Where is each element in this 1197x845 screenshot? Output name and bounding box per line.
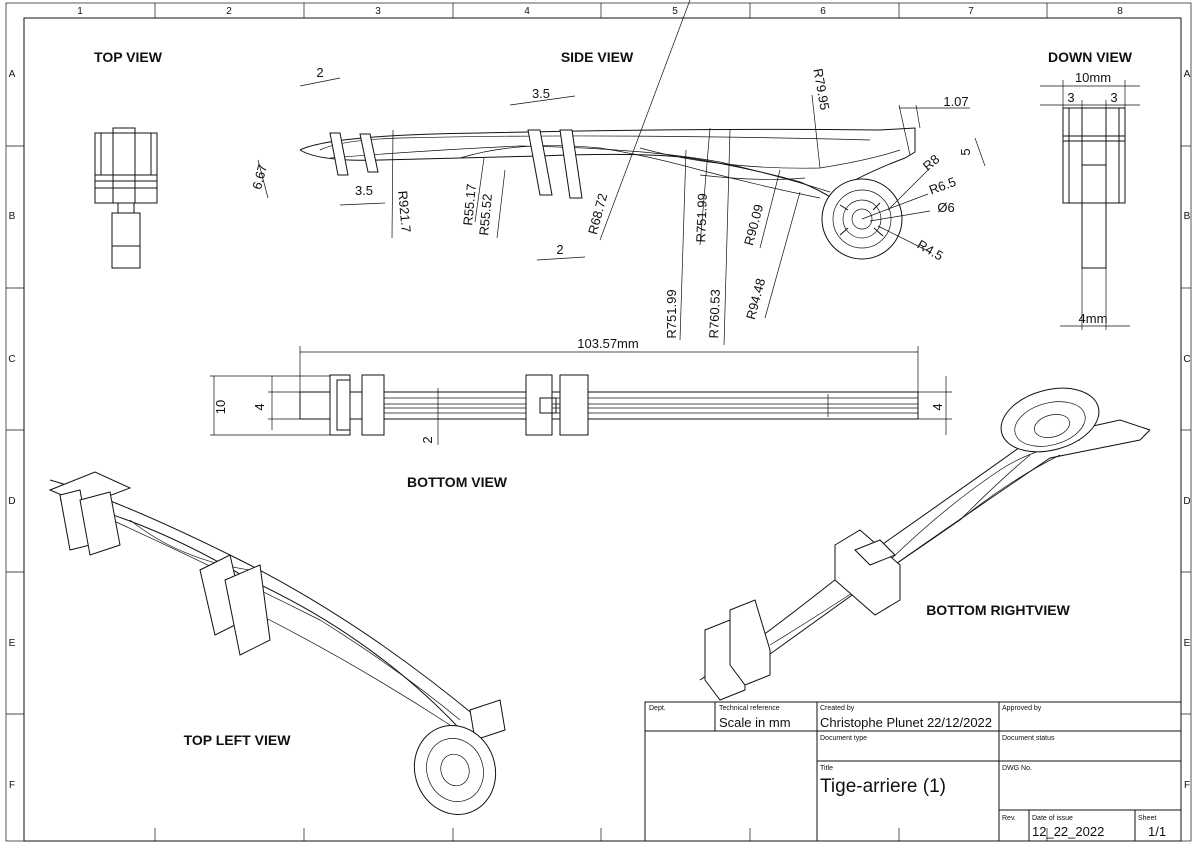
down-view-drawing [1040, 80, 1140, 330]
top-view-title: TOP VIEW [94, 49, 163, 65]
side-view-title: SIDE VIEW [561, 49, 634, 65]
dim-side-1-07: 1.07 [943, 94, 968, 109]
tb-approved-by-label: Approved by [1002, 705, 1042, 712]
dim-side-r55-52: R55.52 [476, 193, 495, 236]
down-view-title: DOWN VIEW [1048, 49, 1133, 65]
grid-row-a-right: A [1184, 69, 1191, 80]
dim-side-r4-5: R4.5 [915, 237, 946, 264]
dim-bottom-right-end: 4 [930, 403, 945, 410]
grid-row-f: F [9, 780, 15, 791]
grid-col-4: 4 [524, 6, 530, 17]
top-left-view-title: TOP LEFT VIEW [184, 732, 292, 748]
grid-col-8: 8 [1117, 6, 1123, 17]
bottom-view-drawing [210, 346, 952, 445]
grid-col-6: 6 [820, 6, 826, 17]
dim-side-r751-99-b: R751.99 [664, 289, 679, 338]
dim-side-r921-7: R921.7 [395, 190, 414, 233]
tb-date-label: Date of issue [1032, 815, 1073, 822]
dim-down-right: 3 [1110, 90, 1117, 105]
dim-bottom-slot: 2 [420, 436, 435, 443]
grid-row-e-right: E [1184, 638, 1191, 649]
dim-side-3-5-bottom: 3.5 [355, 183, 373, 198]
dim-down-width: 10mm [1075, 70, 1111, 85]
bottom-right-view-drawing [699, 387, 1151, 701]
tb-sheet-label: Sheet [1138, 815, 1156, 822]
dim-side-r55-17: R55.17 [460, 183, 479, 226]
tb-date-value: 12_22_2022 [1032, 824, 1104, 839]
grid-row-d-right: D [1183, 496, 1190, 507]
dim-bottom-height: 10 [213, 400, 228, 414]
dim-side-3-5-top: 3.5 [532, 86, 550, 101]
tb-doc-status-label: Document status [1002, 735, 1055, 742]
dim-side-r751-99-a: R751.99 [693, 193, 710, 243]
dim-side-2-top: 2 [316, 65, 323, 80]
grid-row-e: E [9, 638, 16, 649]
side-view-drawing [257, 0, 986, 346]
grid-col-5: 5 [672, 6, 678, 17]
tb-dept-label: Dept. [649, 705, 666, 712]
tb-dwg-no-label: DWG No. [1002, 765, 1032, 772]
tb-rev-label: Rev. [1002, 815, 1016, 822]
bottom-view-title: BOTTOM VIEW [407, 474, 508, 490]
title-block [644, 701, 1182, 842]
grid-row-b-right: B [1184, 211, 1191, 222]
grid-row-b: B [9, 211, 16, 222]
dim-side-r6-5: R6.5 [927, 174, 958, 197]
tb-title-label: Title [820, 765, 833, 772]
dim-down-left: 3 [1067, 90, 1074, 105]
dim-down-stem: 4mm [1079, 311, 1108, 326]
dim-side-2-bottom: 2 [556, 242, 563, 257]
tb-created-by-value: Christophe Plunet 22/12/2022 [820, 715, 992, 730]
grid-row-f-right: F [1184, 780, 1190, 791]
dim-side-6-67: 6.67 [249, 163, 270, 191]
tb-tech-ref-value: Scale in mm [719, 715, 791, 730]
dim-side-r68-72: R68.72 [585, 192, 610, 236]
dim-side-r79-95: R79.95 [810, 67, 832, 111]
grid-row-c-right: C [1183, 354, 1190, 365]
dim-bottom-inner-left: 4 [252, 403, 267, 410]
tb-tech-ref-label: Technical reference [719, 705, 780, 712]
grid-col-3: 3 [375, 6, 381, 17]
bottom-right-view-title: BOTTOM RIGHTVIEW [926, 602, 1070, 618]
sheet-frame: 1 2 3 4 5 6 7 8 A B C D E F A B C D E F [5, 2, 1192, 842]
grid-row-c: C [8, 354, 15, 365]
dim-bottom-length: 103.57mm [577, 336, 638, 351]
grid-col-2: 2 [226, 6, 232, 17]
top-view-drawing [94, 127, 158, 269]
tb-sheet-value: 1/1 [1148, 824, 1166, 839]
dim-side-r760-53: R760.53 [706, 289, 723, 339]
tb-doc-type-label: Document type [820, 735, 867, 742]
tb-title-value: Tige-arriere (1) [820, 776, 946, 797]
dim-side-r90-09: R90.09 [741, 203, 766, 247]
dim-side-5: 5 [958, 148, 973, 155]
tb-created-by-label: Created by [820, 705, 855, 712]
grid-row-a: A [9, 69, 16, 80]
dim-side-r8: R8 [920, 151, 942, 173]
dim-side-d6: Ø6 [937, 200, 954, 215]
grid-col-1: 1 [77, 6, 83, 17]
top-left-view-drawing [48, 471, 506, 815]
dim-side-r94-48: R94.48 [743, 277, 768, 321]
grid-col-7: 7 [968, 6, 974, 17]
grid-row-d: D [8, 496, 15, 507]
